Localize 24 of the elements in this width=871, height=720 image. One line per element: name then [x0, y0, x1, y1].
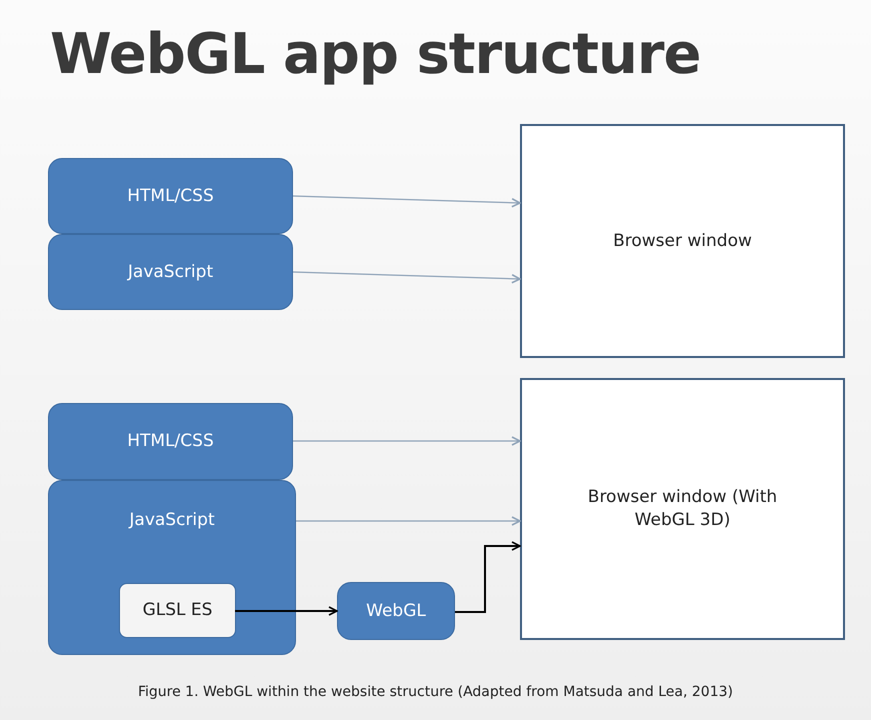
title: WebGL app structure: [50, 22, 700, 87]
arrow: [293, 436, 521, 446]
node-label: JavaScript: [128, 260, 214, 284]
node-label: Browser window (With WebGL 3D): [586, 486, 778, 532]
arrow: [292, 271, 521, 284]
arrow: [455, 541, 521, 613]
arrow: [235, 606, 338, 616]
process-box: [48, 158, 293, 234]
node-label: HTML/CSS: [127, 430, 214, 453]
process-box: [119, 583, 236, 638]
process-box: [48, 234, 293, 310]
browser-window-box: [520, 124, 845, 358]
process-box: [337, 582, 455, 640]
browser-window-box: [520, 378, 845, 640]
arrow: [292, 195, 521, 208]
node-label: HTML/CSS: [127, 184, 214, 208]
node-label: Browser window: [613, 230, 752, 252]
arrow: [296, 516, 521, 526]
process-box: [48, 403, 293, 480]
process-box: [48, 480, 296, 655]
node-label: JavaScript: [129, 509, 215, 532]
node-label: WebGL: [366, 600, 426, 622]
node-label: GLSL ES: [142, 599, 212, 622]
caption: Figure 1. WebGL within the website structure (Adapted from Matsuda and Lea, 2013): [136, 684, 734, 700]
